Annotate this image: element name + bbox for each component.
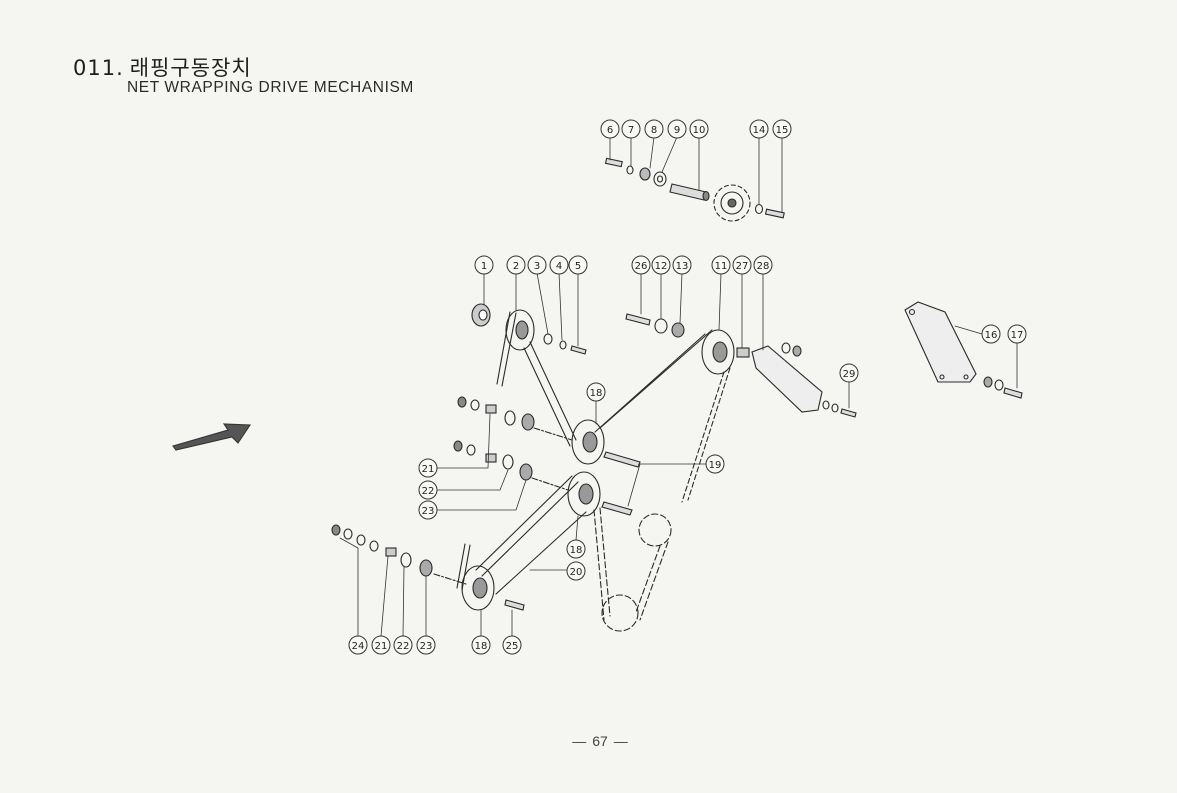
svg-text:13: 13 [676, 261, 689, 272]
lower-pulley [461, 565, 495, 611]
svg-text:7: 7 [628, 125, 634, 136]
svg-text:21: 21 [375, 641, 388, 652]
callout-7: 7 [621, 119, 641, 139]
svg-text:20: 20 [570, 567, 583, 578]
callout-19: 19 [705, 454, 725, 474]
callout-18a: 18 [586, 382, 606, 402]
svg-text:14: 14 [753, 125, 766, 136]
bearing-part [471, 303, 491, 327]
center-pulley-upper [571, 419, 605, 465]
section-header: 011.래핑구동장치 NET WRAPPING DRIVE MECHANISM [73, 56, 414, 96]
callout-3: 3 [527, 255, 547, 275]
bracket-part [751, 345, 823, 413]
callout-14: 14 [749, 119, 769, 139]
callout-10: 10 [689, 119, 709, 139]
callout-12: 12 [651, 255, 671, 275]
section-title-korean: 래핑구동장치 [129, 56, 252, 80]
callout-28: 28 [753, 255, 773, 275]
svg-text:23: 23 [422, 506, 435, 517]
callout-23a: 23 [418, 500, 438, 520]
page-dash-left: — [572, 733, 587, 749]
upper-right-pulley [594, 329, 735, 503]
callout-20: 20 [566, 561, 586, 581]
callout-21b: 21 [371, 635, 391, 655]
svg-text:18: 18 [475, 641, 488, 652]
svg-text:4: 4 [556, 261, 562, 272]
svg-text:17: 17 [1011, 330, 1024, 341]
callout-27: 27 [732, 255, 752, 275]
callout-26: 26 [631, 255, 651, 275]
svg-text:5: 5 [575, 261, 581, 272]
chain-drive-phantom [593, 507, 672, 632]
svg-text:22: 22 [397, 641, 410, 652]
callout-22a: 22 [418, 480, 438, 500]
lower-belt [456, 475, 587, 595]
callout-16: 16 [981, 324, 1001, 344]
svg-text:18: 18 [570, 545, 583, 556]
svg-text:27: 27 [736, 261, 749, 272]
callout-15: 15 [772, 119, 792, 139]
callout-18b: 18 [566, 539, 586, 559]
page-dash-right: — [613, 733, 628, 749]
svg-text:9: 9 [674, 125, 680, 136]
callout-2: 2 [506, 255, 526, 275]
callout-18c: 18 [471, 635, 491, 655]
svg-text:25: 25 [506, 641, 519, 652]
section-title: 011.래핑구동장치 [73, 56, 414, 80]
svg-text:19: 19 [709, 460, 722, 471]
svg-text:26: 26 [635, 261, 648, 272]
upper-shaft-assembly [604, 157, 785, 222]
svg-text:29: 29 [843, 369, 856, 380]
upper-left-belt [496, 309, 577, 447]
svg-text:28: 28 [757, 261, 770, 272]
svg-text:1: 1 [481, 261, 487, 272]
callout-29: 29 [839, 363, 859, 383]
svg-text:23: 23 [420, 641, 433, 652]
mounting-plate [904, 301, 977, 383]
callout-17: 17 [1007, 324, 1027, 344]
callout-25: 25 [502, 635, 522, 655]
callout-6: 6 [600, 119, 620, 139]
svg-text:15: 15 [776, 125, 789, 136]
svg-text:6: 6 [607, 125, 613, 136]
svg-text:10: 10 [693, 125, 706, 136]
callout-21a: 21 [418, 458, 438, 478]
callout-1: 1 [474, 255, 494, 275]
svg-text:12: 12 [655, 261, 668, 272]
svg-text:22: 22 [422, 486, 435, 497]
svg-text:11: 11 [715, 261, 728, 272]
callout-5: 5 [568, 255, 588, 275]
svg-text:16: 16 [985, 330, 998, 341]
callout-13: 13 [672, 255, 692, 275]
svg-text:18: 18 [590, 388, 603, 399]
page-number-value: 67 [592, 733, 608, 749]
callout-23b: 23 [416, 635, 436, 655]
callout-4: 4 [549, 255, 569, 275]
callout-24: 24 [348, 635, 368, 655]
center-pulley-lower [567, 471, 601, 517]
section-number: 011. [73, 56, 124, 80]
part-callouts: 6 7 8 9 10 14 15 1 2 3 4 5 26 12 13 11 2… [348, 119, 1027, 655]
callout-9: 9 [667, 119, 687, 139]
svg-text:21: 21 [422, 464, 435, 475]
svg-text:3: 3 [534, 261, 540, 272]
callout-11: 11 [711, 255, 731, 275]
callout-22b: 22 [393, 635, 413, 655]
svg-text:24: 24 [352, 641, 365, 652]
direction-arrow [172, 423, 252, 451]
section-title-english: NET WRAPPING DRIVE MECHANISM [127, 79, 414, 96]
callout-8: 8 [644, 119, 664, 139]
svg-text:2: 2 [513, 261, 519, 272]
page-number: — 67 — [560, 733, 640, 749]
svg-text:8: 8 [651, 125, 657, 136]
